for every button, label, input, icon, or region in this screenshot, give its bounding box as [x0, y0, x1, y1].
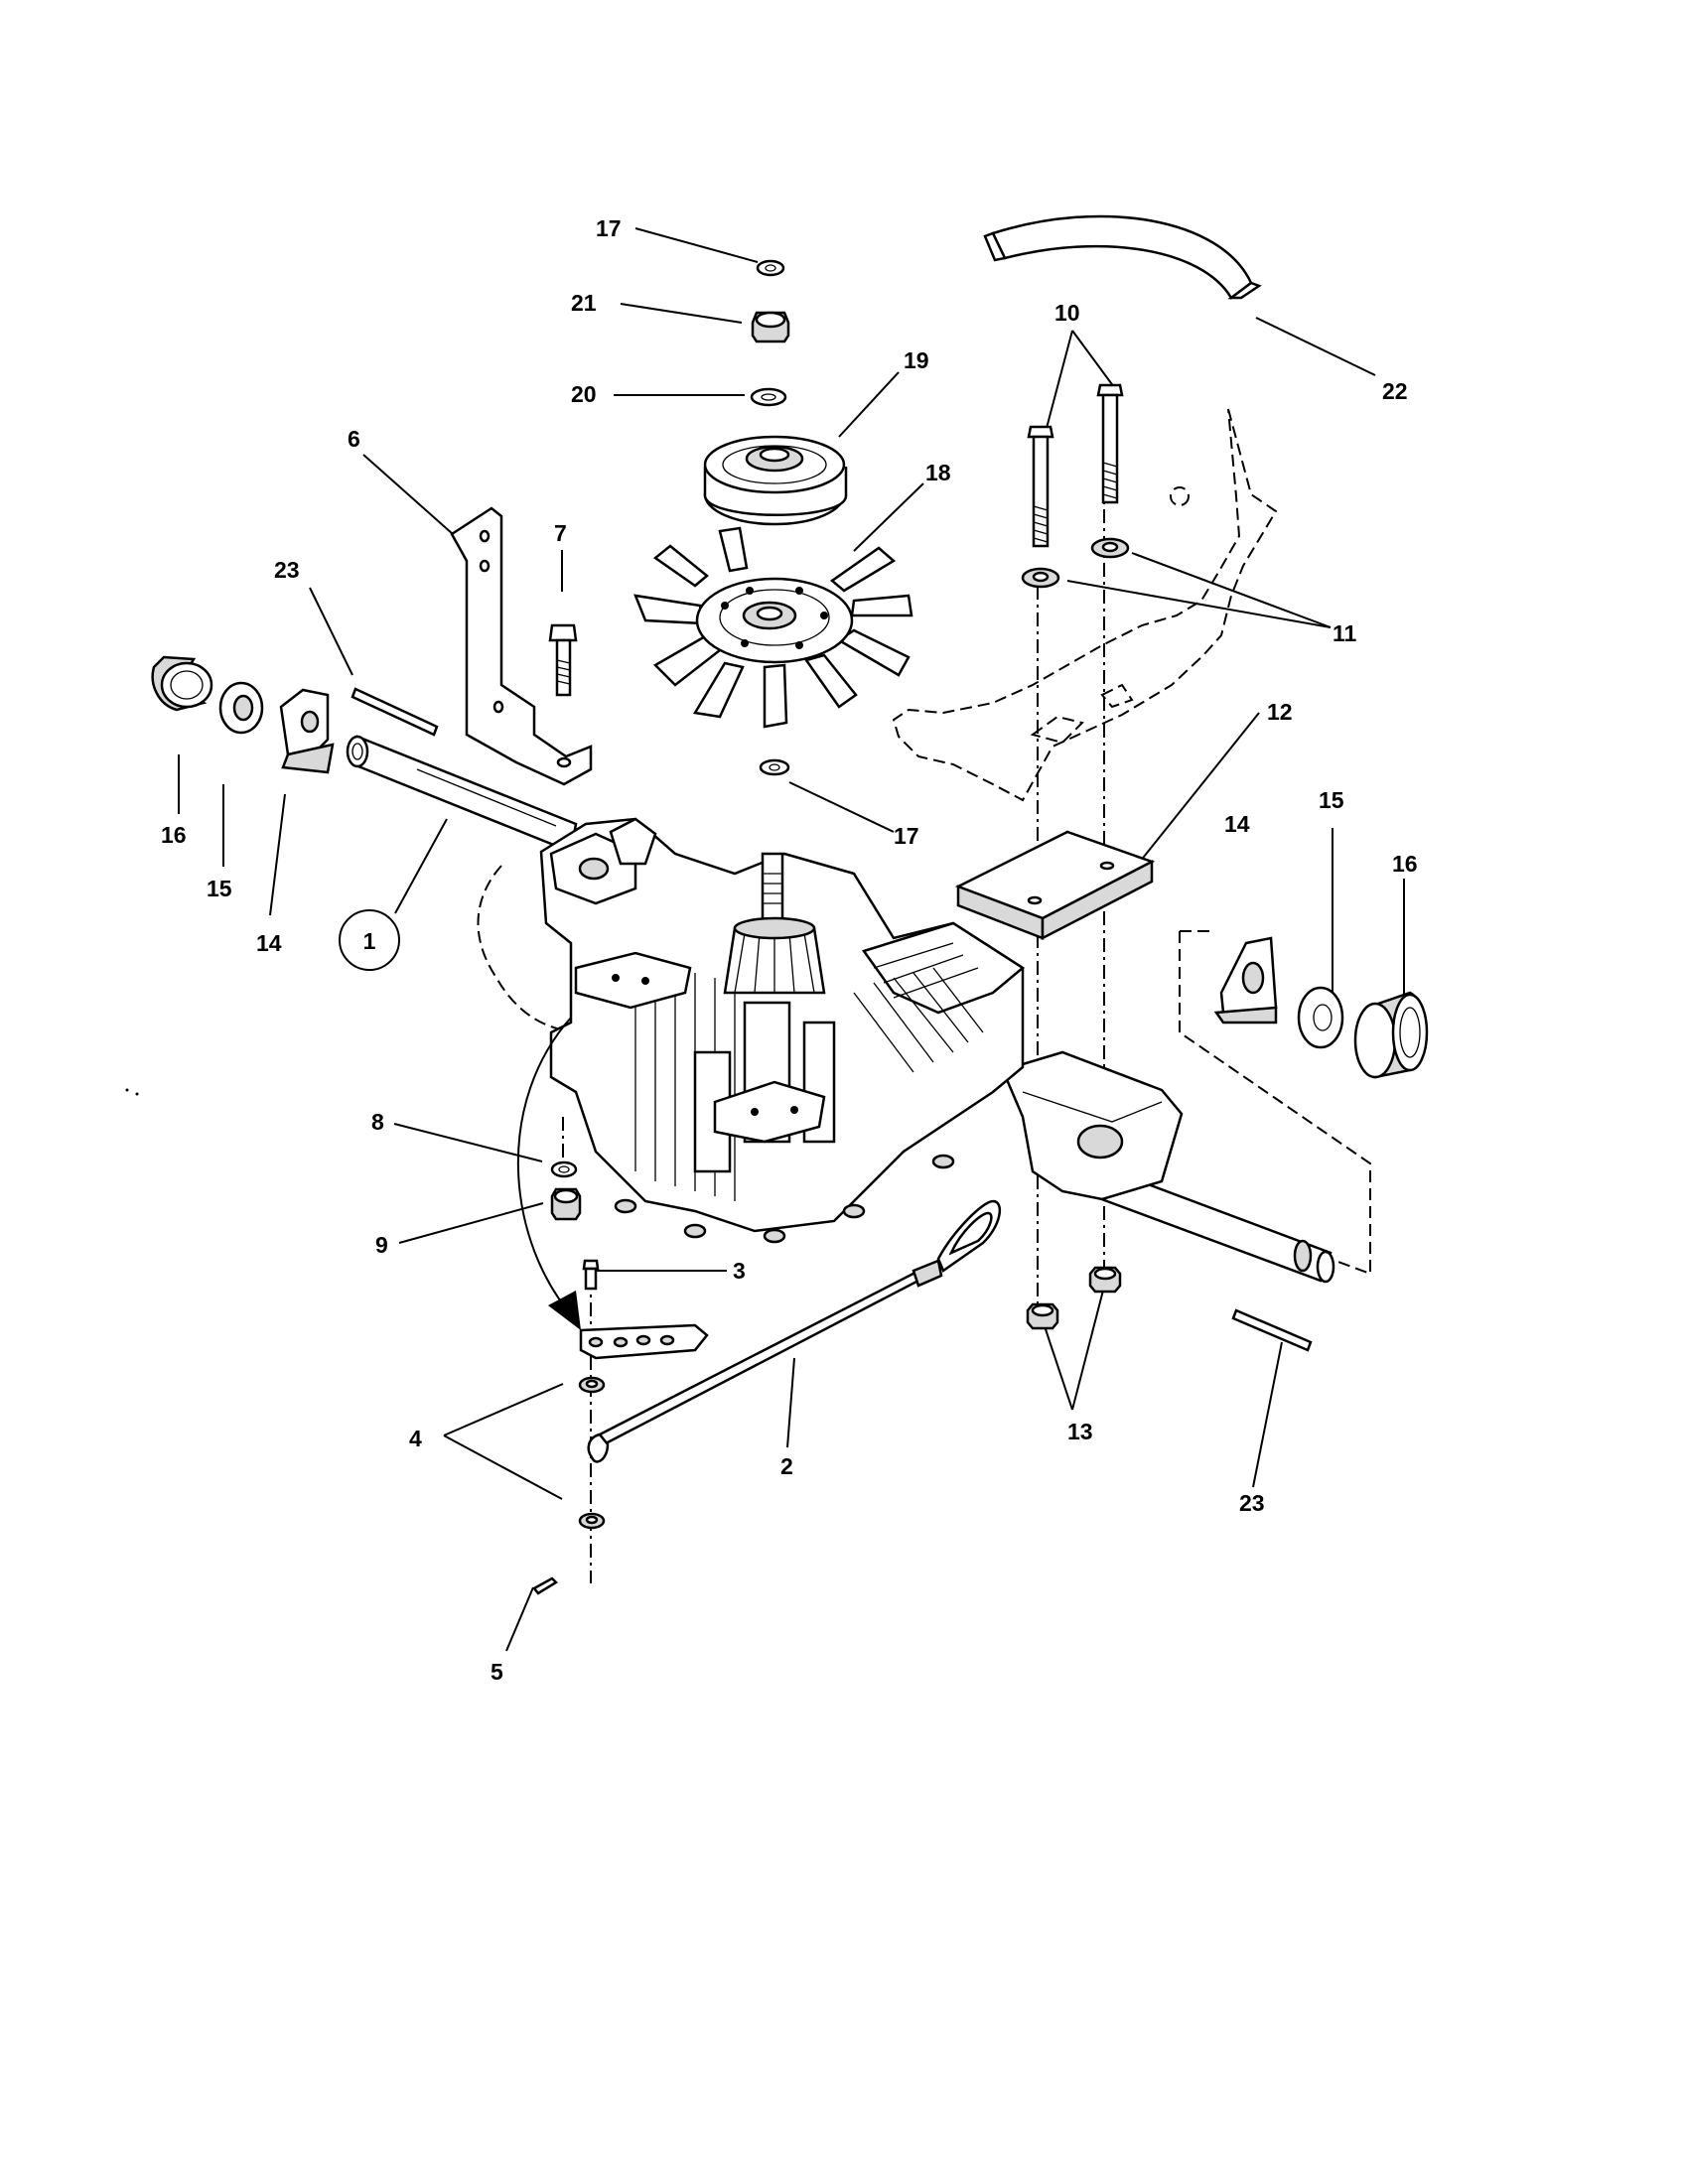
- callout-18: 18: [925, 460, 951, 485]
- callout-9: 9: [375, 1232, 388, 1258]
- callout-23: 23: [274, 557, 300, 583]
- callout-3: 3: [733, 1258, 746, 1284]
- pulley-stack: [633, 259, 913, 776]
- callout-14: 14: [256, 930, 282, 956]
- callout-5: 5: [491, 1659, 503, 1685]
- belt-guard-part: [983, 214, 1262, 300]
- callout-1: 1: [363, 928, 376, 954]
- callout-1-badge: 1: [339, 909, 400, 971]
- bracket-part: [450, 506, 593, 786]
- callout-17-lower: 17: [894, 823, 919, 849]
- callout-23-lower: 23: [1239, 1490, 1265, 1516]
- transaxle-housing: [539, 817, 1335, 1284]
- callout-labels: 17 21 20 19 18 22 10 11 6 7 23 16 15 14 …: [161, 215, 1418, 1685]
- callout-10: 10: [1054, 300, 1080, 326]
- left-axle-parts: [151, 655, 578, 854]
- callout-15: 15: [207, 876, 232, 901]
- callout-20: 20: [571, 381, 597, 407]
- callout-8: 8: [371, 1109, 384, 1135]
- callout-11: 11: [1333, 620, 1357, 646]
- callout-13: 13: [1067, 1419, 1093, 1444]
- callout-15-right: 15: [1319, 787, 1344, 813]
- right-axle-parts: [1213, 936, 1429, 1079]
- callout-2: 2: [780, 1453, 793, 1479]
- curved-arrow: [516, 1017, 581, 1330]
- callout-16-right: 16: [1392, 851, 1418, 877]
- callout-17: 17: [596, 215, 622, 241]
- callout-22: 22: [1382, 378, 1408, 404]
- callout-7: 7: [554, 520, 567, 546]
- callout-4: 4: [409, 1426, 422, 1451]
- bolts-and-washers: [1021, 383, 1130, 589]
- stray-marks: [125, 1088, 139, 1096]
- cooling-fan: [633, 526, 913, 729]
- callout-14-right: 14: [1224, 811, 1250, 837]
- mounting-pad-part: [954, 830, 1156, 941]
- callout-16: 16: [161, 822, 187, 848]
- callout-6: 6: [348, 426, 360, 452]
- callout-19: 19: [904, 347, 929, 373]
- callout-12: 12: [1267, 699, 1293, 725]
- callout-21: 21: [571, 290, 597, 316]
- linkage-parts: [532, 1160, 1313, 1595]
